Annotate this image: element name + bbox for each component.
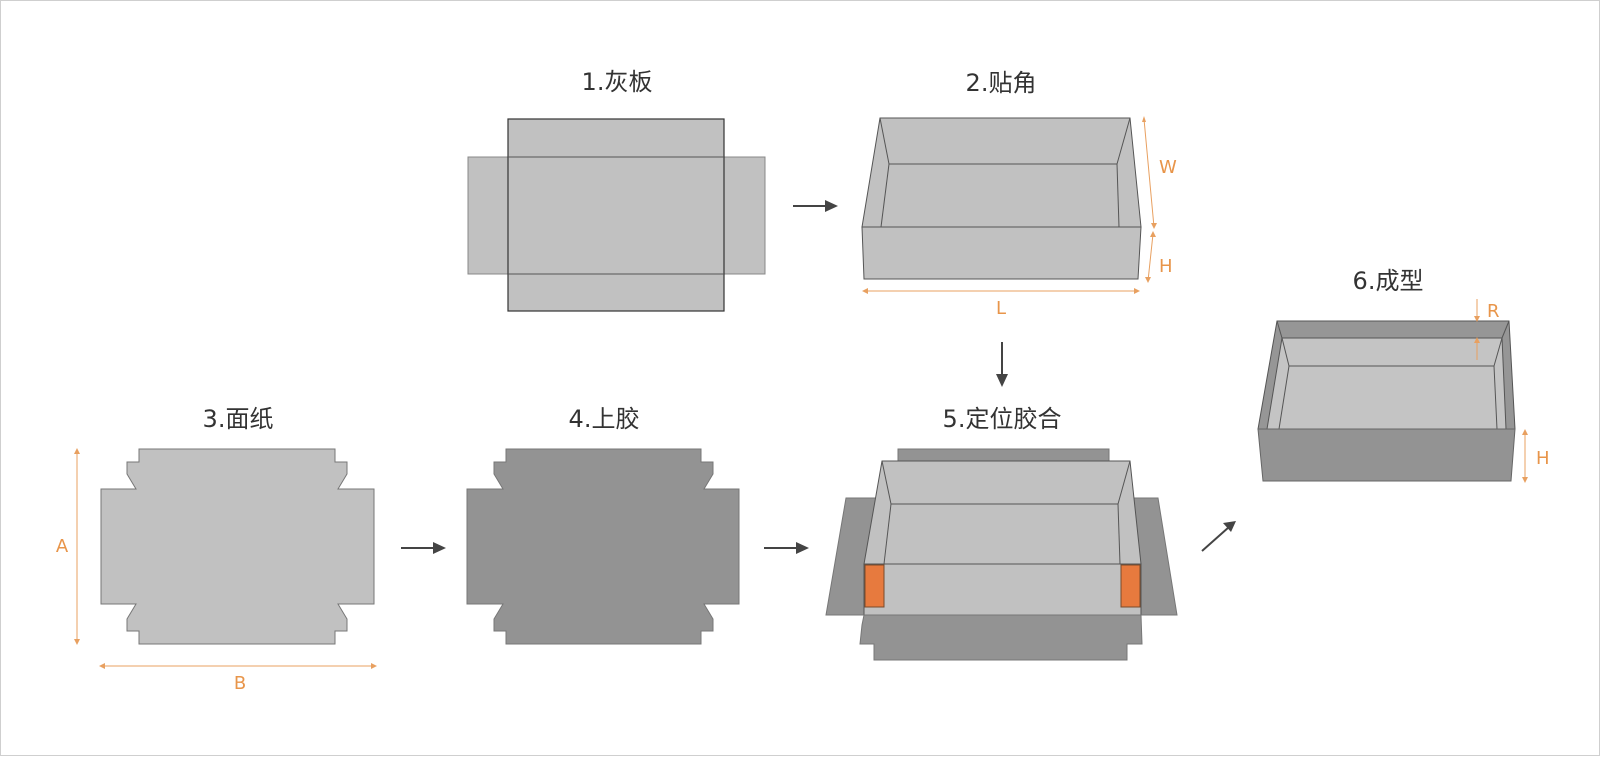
flow-arrow-4-to-5 bbox=[764, 542, 809, 554]
step-3-title: 3.面纸 bbox=[203, 405, 274, 433]
dimension-a-label: A bbox=[56, 536, 69, 557]
step-6-title: 6.成型 bbox=[1353, 267, 1424, 295]
box-front-wall bbox=[861, 226, 1142, 280]
dimension-b-label: B bbox=[234, 673, 246, 694]
dimension-h-label-step6: H bbox=[1536, 448, 1550, 469]
dimension-l: L bbox=[862, 288, 1140, 319]
step-3-face-paper: 3.面纸 A B bbox=[56, 405, 377, 694]
dimension-h-step2: H bbox=[1145, 231, 1173, 283]
dimension-h-step6: H bbox=[1522, 429, 1550, 483]
flow-arrow-2-to-5 bbox=[996, 342, 1008, 387]
dimension-w: W bbox=[1142, 116, 1177, 229]
step-4-title: 4.上胶 bbox=[569, 405, 640, 433]
dimension-b: B bbox=[99, 663, 377, 694]
dimension-r: R bbox=[1474, 299, 1500, 360]
step-4-apply-glue: 4.上胶 bbox=[466, 405, 740, 645]
box-inner-walls bbox=[861, 117, 1142, 228]
dimension-a: A bbox=[56, 448, 80, 645]
flow-arrow-3-to-4 bbox=[401, 542, 446, 554]
box-front-face-step6 bbox=[1257, 428, 1516, 482]
flow-arrow-5-to-6 bbox=[1201, 521, 1236, 552]
front-flap bbox=[859, 614, 1143, 661]
glue-strip-right bbox=[1120, 564, 1141, 608]
flow-arrow-1-to-2 bbox=[793, 200, 838, 212]
dimension-w-label: W bbox=[1159, 157, 1177, 178]
step-1-greyboard: 1.灰板 bbox=[467, 68, 766, 312]
step-2-corner-taping: 2.贴角 W H L bbox=[861, 69, 1177, 319]
face-paper-sheet bbox=[100, 448, 375, 645]
dimension-l-label: L bbox=[996, 298, 1006, 319]
glued-face-paper-sheet bbox=[466, 448, 740, 645]
step-5-title: 5.定位胶合 bbox=[943, 405, 1062, 433]
box-inner-walls-step5 bbox=[863, 460, 1142, 565]
step-1-title: 1.灰板 bbox=[582, 68, 653, 96]
dimension-h-label-step2: H bbox=[1159, 256, 1173, 277]
dimension-r-label: R bbox=[1487, 301, 1500, 322]
box-inner-walls-step6 bbox=[1266, 337, 1507, 430]
greyboard-center-panel bbox=[507, 118, 725, 312]
step-2-title: 2.贴角 bbox=[966, 69, 1037, 97]
glue-strip-left bbox=[864, 564, 885, 608]
back-flap bbox=[897, 448, 1110, 463]
step-6-formed: 6.成型 R H bbox=[1257, 267, 1550, 483]
box-front-wall-step5 bbox=[863, 563, 1142, 616]
step-5-position-laminate: 5.定位胶合 bbox=[825, 405, 1178, 661]
